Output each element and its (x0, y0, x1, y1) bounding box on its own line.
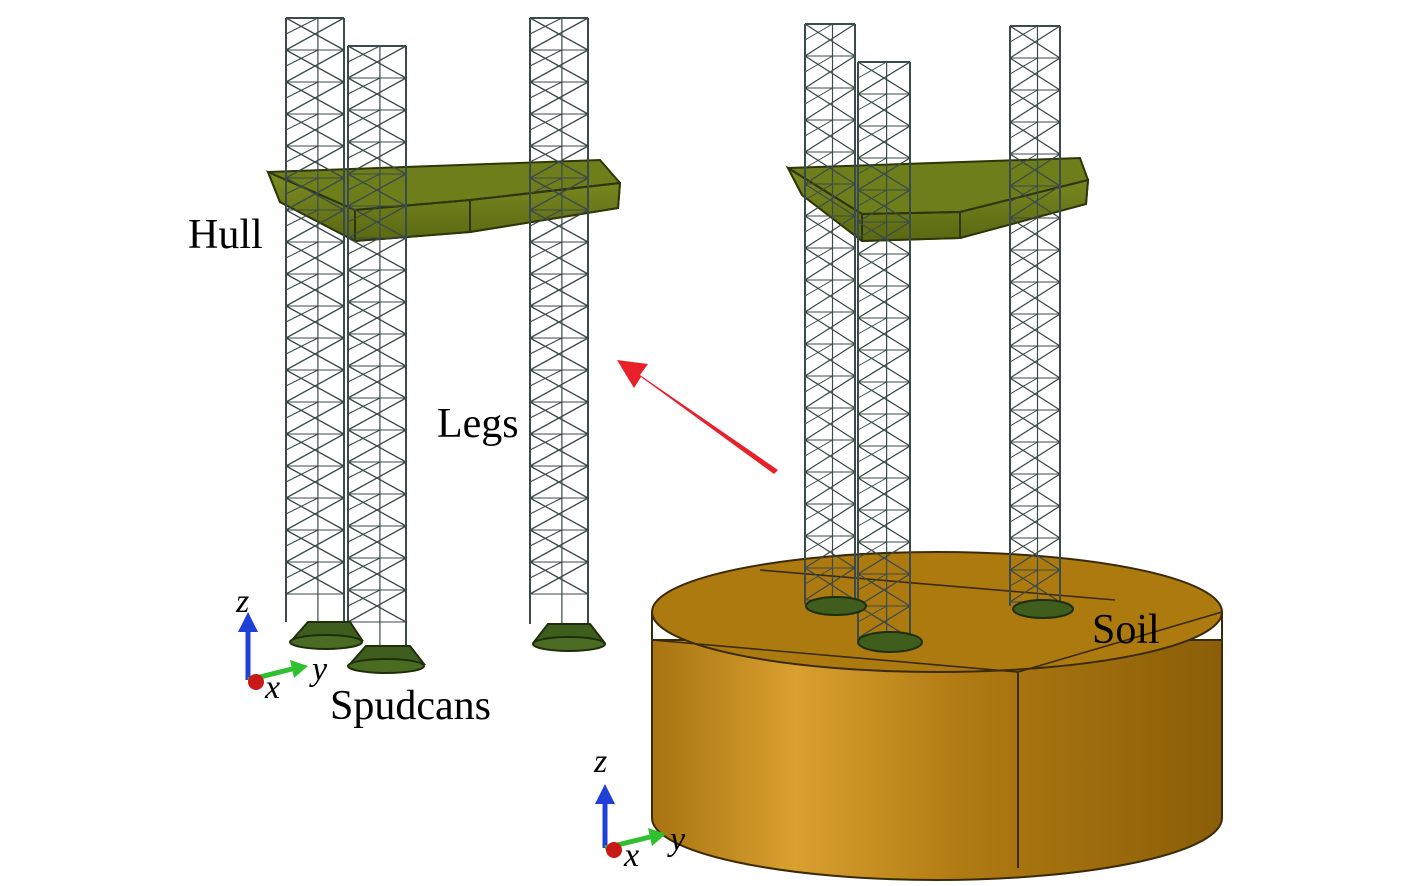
label-hull: Hull (188, 212, 263, 258)
axis-y-label: y (309, 651, 328, 688)
left-leg-1 (285, 17, 345, 622)
axis-z-label: z (235, 583, 249, 620)
right-leg-3 (1009, 25, 1061, 606)
left-leg-3 (529, 17, 589, 624)
axis-z-label: z (593, 743, 607, 780)
right-legs (804, 23, 1061, 640)
left-legs (285, 17, 589, 646)
soil-cylinder (651, 551, 1223, 881)
axis-x-label: x (264, 669, 280, 706)
transition-arrow (617, 360, 778, 474)
label-legs: Legs (437, 401, 519, 447)
axis-triad-left: z x y (235, 583, 328, 706)
right-spudcans (805, 596, 1074, 653)
label-soil: Soil (1092, 607, 1160, 653)
left-leg-2 (347, 45, 407, 646)
left-spudcans (289, 621, 607, 674)
axis-x-label: x (623, 837, 639, 874)
right-leg-1 (804, 23, 856, 604)
right-leg-2 (857, 61, 911, 640)
axis-y-label: y (667, 821, 686, 858)
axis-triad-right: z x y (593, 743, 686, 874)
right-model (651, 23, 1223, 881)
label-spudcans: Spudcans (330, 683, 491, 729)
left-hull (266, 158, 622, 243)
left-model (266, 17, 622, 674)
